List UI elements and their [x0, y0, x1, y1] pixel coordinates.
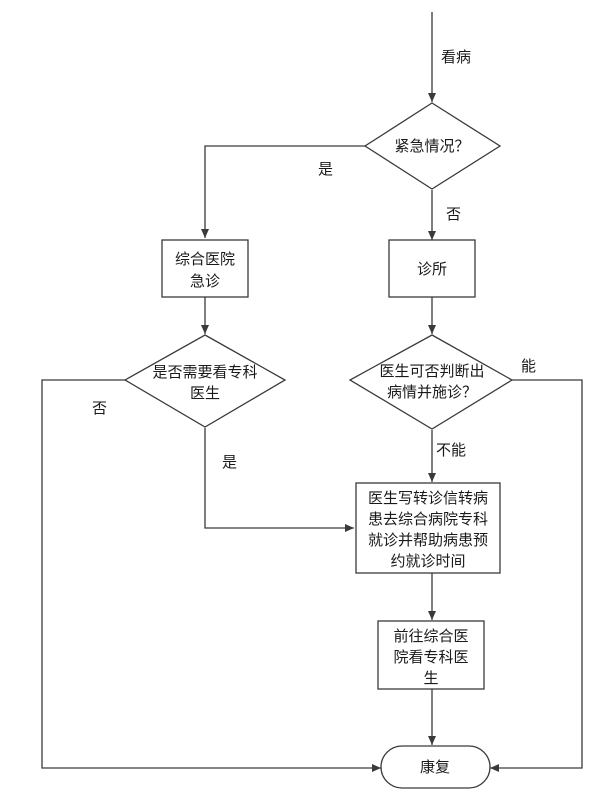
process-referral-line1: 医生写转诊信转病 — [368, 489, 488, 507]
terminator-recover: 康复 — [380, 745, 491, 789]
label-diagnose-yes: 能 — [521, 357, 536, 375]
decision-need-specialist-line1: 是否需要看专科 — [152, 363, 257, 381]
process-referral-line3: 就诊并帮助病患预 — [368, 531, 488, 549]
decision-doctor-diagnose-line1: 医生可否判断出 — [379, 362, 484, 380]
terminator-recover-text: 康复 — [420, 758, 450, 776]
process-visit-specialist-line1: 前往综合医 — [393, 627, 468, 645]
label-diagnose-no: 不能 — [436, 441, 466, 459]
process-referral: 医生写转诊信转病 患去综合病院专科 就诊并帮助病患预 约就诊时间 — [355, 482, 501, 574]
process-visit-specialist-line2: 院看专科医 — [393, 648, 468, 666]
decision-emergency-text: 紧急情况？ — [394, 137, 469, 155]
edge-specialist-no — [41, 379, 381, 772]
decision-emergency: 紧急情况？ — [363, 102, 502, 190]
label-specialist-yes: 是 — [222, 453, 237, 471]
decision-need-specialist: 是否需要看专科 医生 — [123, 334, 287, 428]
label-emergency-yes: 是 — [318, 160, 333, 178]
label-specialist-no: 否 — [92, 399, 107, 417]
edge-specialist-yes — [204, 428, 354, 532]
decision-need-specialist-line2: 医生 — [190, 384, 220, 402]
process-clinic: 诊所 — [388, 239, 476, 298]
decision-doctor-diagnose-line2: 病情并施诊？ — [387, 383, 477, 401]
process-general-er: 综合医院 急诊 — [161, 239, 249, 298]
edge-diagnose-yes — [490, 379, 583, 772]
label-start: 看病 — [441, 48, 471, 66]
decision-doctor-diagnose: 医生可否判断出 病情并施诊？ — [348, 334, 514, 430]
process-visit-specialist-line3: 生 — [423, 669, 438, 687]
process-general-er-line2: 急诊 — [190, 272, 220, 290]
process-general-er-line1: 综合医院 — [175, 250, 235, 268]
process-referral-line2: 患去综合病院专科 — [368, 510, 488, 528]
process-referral-line4: 约就诊时间 — [390, 552, 465, 570]
edge-emergency-yes — [201, 145, 365, 238]
label-emergency-no: 否 — [446, 205, 461, 223]
process-clinic-text: 诊所 — [417, 260, 447, 278]
process-visit-specialist: 前往综合医 院看专科医 生 — [377, 620, 485, 690]
